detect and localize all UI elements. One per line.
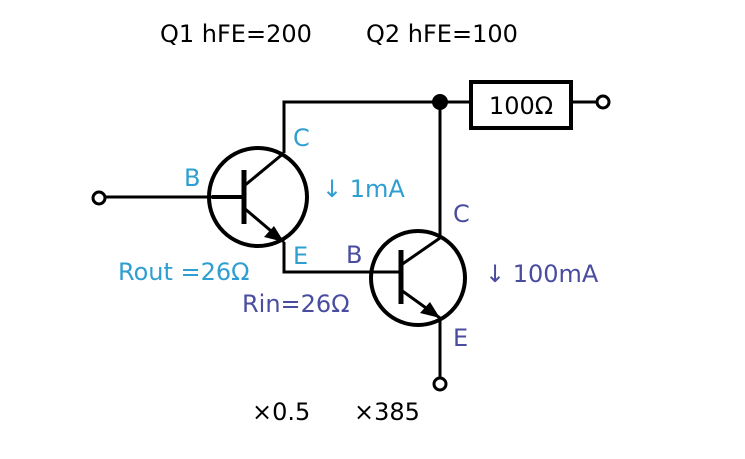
- q2-collector-label: C: [453, 200, 470, 228]
- q2-current-label: ↓ 100mA: [485, 260, 599, 288]
- stage1-gain-label: ×0.5: [252, 398, 310, 426]
- resistor-label: 100Ω: [489, 92, 553, 120]
- q1-transistor: [207, 146, 309, 248]
- q1-emitter-label: E: [293, 242, 308, 270]
- q2-emitter-label: E: [453, 324, 468, 352]
- q1-rout-label: Rout =26Ω: [118, 258, 250, 286]
- q1-body: [207, 146, 309, 248]
- q2-rin-label: Rin=26Ω: [242, 290, 350, 318]
- wire-q1-emitter-to-q2-base: [282, 242, 372, 274]
- q1-hfe-label: Q1 hFE=200: [160, 20, 312, 48]
- stage2-gain-label: ×385: [354, 398, 420, 426]
- output-terminal: [595, 94, 611, 110]
- q2-hfe-label: Q2 hFE=100: [366, 20, 518, 48]
- input-terminal: [91, 190, 107, 206]
- resistor-box: [469, 80, 573, 130]
- emitter-terminal: [432, 376, 448, 392]
- q1-base-label: B: [184, 164, 200, 192]
- q1-collector-lead: [243, 151, 285, 188]
- q2-transistor: [369, 229, 467, 327]
- q2-collector-lead: [400, 236, 441, 267]
- junction-dot: [432, 94, 448, 110]
- q1-collector-label: C: [293, 124, 310, 152]
- wire-q1-collector: [282, 100, 440, 153]
- q2-emitter-arrow: [420, 302, 440, 318]
- q2-body: [369, 229, 467, 327]
- q1-current-label: ↓ 1mA: [322, 175, 405, 203]
- q1-emitter-arrow: [264, 226, 284, 242]
- wires: [105, 100, 597, 378]
- q2-base-label: B: [346, 241, 362, 269]
